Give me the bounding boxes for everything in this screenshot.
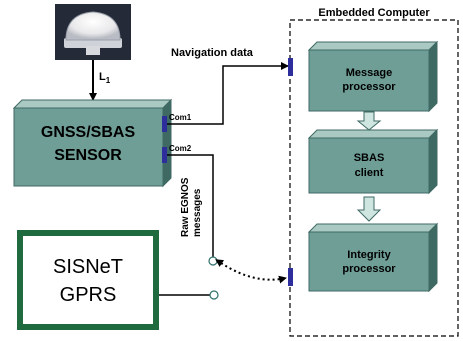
switch-contact-upper: [208, 256, 218, 266]
integrity-processor-label-line1: Integrity: [347, 249, 391, 261]
sbas-client-block: SBAS client: [307, 128, 439, 195]
sbas-client-label-line2: client: [355, 167, 384, 179]
com1-label: Com1: [169, 113, 192, 122]
embedded-computer-title: Embedded Computer: [318, 7, 430, 19]
sisnet-gprs-box: SISNeT GPRS: [17, 230, 159, 330]
sisnet-label-line2: GPRS: [60, 284, 117, 306]
navigation-input-port: [288, 58, 293, 76]
integrity-processor-label-line2: processor: [342, 263, 396, 275]
gnss-sbas-sensor-box: GNSS/SBAS SENSOR: [12, 98, 173, 188]
sbas-to-integrity-arrow: [356, 196, 382, 222]
embedded-computer-boundary: [289, 19, 459, 337]
message-processor-label-line2: processor: [342, 81, 396, 93]
message-to-sbas-arrow: [356, 111, 382, 131]
sbas-client-label-line1: SBAS: [354, 152, 385, 164]
antenna-link-label: L1: [99, 71, 111, 85]
raw-egnos-link: [167, 154, 214, 257]
integrity-input-port: [288, 268, 293, 286]
sisnet-label-line1: SISNeT: [53, 256, 123, 278]
message-processor-block: Message processor: [307, 40, 439, 113]
integrity-processor-block: Integrity processor: [307, 222, 439, 293]
sensor-title-line2: SENSOR: [54, 147, 122, 164]
com1-port: [162, 116, 167, 132]
com2-port: [162, 147, 167, 163]
com2-label: Com2: [169, 144, 192, 153]
switch-contact-lower: [209, 290, 219, 300]
gnss-antenna-icon: [55, 4, 131, 60]
navigation-data-label: Navigation data: [171, 47, 254, 59]
switch-to-integrity-link: [215, 259, 287, 284]
message-processor-label-line1: Message: [346, 67, 392, 79]
raw-egnos-label: Raw EGNOSmessages: [180, 177, 203, 237]
navigation-data-link: [167, 62, 289, 125]
sensor-title-line1: GNSS/SBAS: [41, 124, 136, 141]
